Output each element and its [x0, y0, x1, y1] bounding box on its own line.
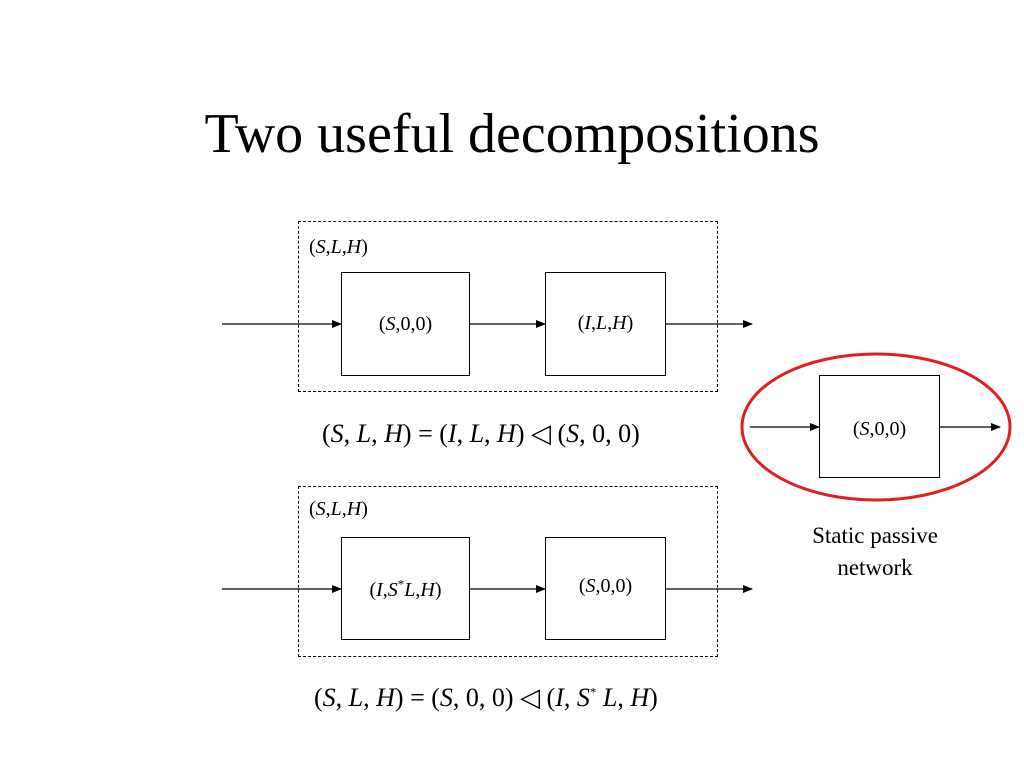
top-series-group [298, 221, 718, 392]
top-block-dynamic: (I,L,H) [545, 272, 666, 376]
highlight-ring [740, 352, 1012, 502]
bottom-group-label: (S,L,H) [309, 498, 368, 520]
highlight-block-label: (S,0,0) [852, 418, 907, 440]
top-equation: (S, L, H) = (I, L, H) ◁ (S, 0, 0) [322, 419, 640, 448]
top-group-label: (S,L,H) [309, 236, 368, 258]
highlight-caption: Static passive network [770, 520, 980, 584]
top-block-static-label: (S,0,0) [378, 313, 433, 335]
bottom-block-dynamic: (I,S*L,H) [341, 537, 470, 640]
bottom-equation: (S, L, H) = (S, 0, 0) ◁ (I, S* L, H) [314, 683, 658, 712]
bottom-block-static: (S,0,0) [545, 537, 666, 640]
top-block-static: (S,0,0) [341, 272, 470, 376]
highlight-caption-line2: network [837, 555, 913, 580]
bottom-block-static-label: (S,0,0) [578, 575, 633, 597]
top-block-dynamic-label: (I,L,H) [577, 312, 634, 334]
highlight-caption-line1: Static passive [812, 523, 938, 548]
bottom-block-dynamic-label: (I,S*L,H) [369, 576, 442, 601]
slide-title: Two useful decompositions [204, 103, 820, 165]
bottom-series-group [298, 486, 718, 657]
highlight-block-static: (S,0,0) [819, 375, 940, 478]
